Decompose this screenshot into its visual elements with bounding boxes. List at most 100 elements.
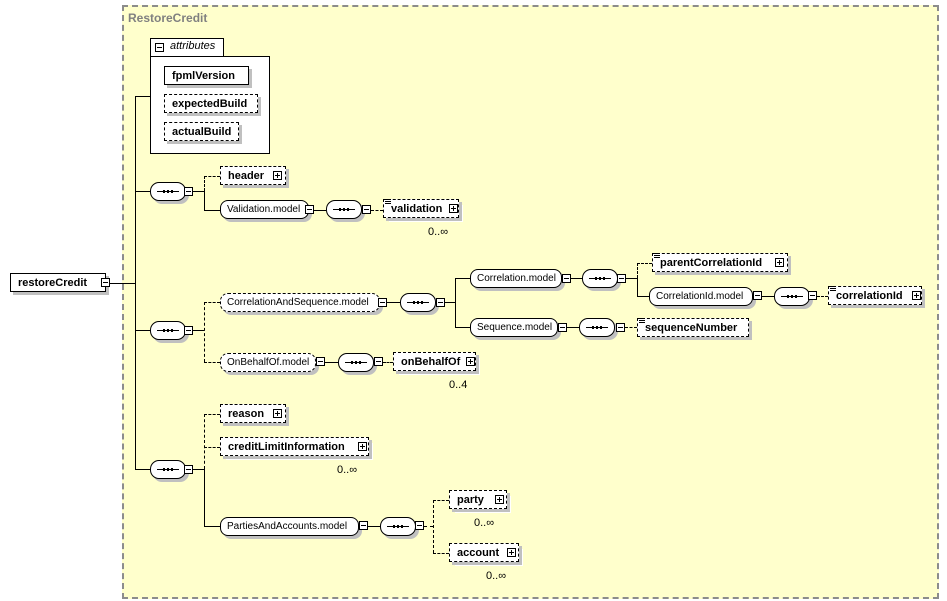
model-sequence[interactable]: Sequence.model [470,318,558,337]
connector [135,469,150,470]
connector [637,263,652,264]
connector [110,283,136,284]
connector [204,526,220,527]
sequence-compositor-icon [150,321,186,340]
model-validation[interactable]: Validation.model [220,200,309,219]
expand-icon[interactable] [449,204,458,213]
sequence-compositor-icon [326,200,362,219]
collapse-icon[interactable] [155,43,164,52]
element-account[interactable]: account [449,543,519,562]
collapse-icon[interactable] [558,323,567,332]
connector [204,469,205,526]
element-parentcorrelationid[interactable]: parentCorrelationId [652,253,788,272]
connector [433,553,449,554]
element-reason[interactable]: reason [220,404,286,423]
cardinality-label: 0..∞ [486,570,507,582]
connector [637,263,638,278]
connector [424,526,433,527]
simple-type-icon [654,253,660,258]
collapse-icon[interactable] [562,274,571,283]
sequence-compositor-icon [150,460,186,479]
attribute-actualbuild[interactable]: actualBuild [164,122,239,141]
connector [204,447,220,448]
expand-icon[interactable] [495,495,504,504]
model-correlationid[interactable]: CorrelationId.model [649,287,753,306]
attribute-fpmlversion[interactable]: fpmlVersion [164,66,249,85]
connector [762,296,774,297]
connector [368,526,380,527]
model-onbehalfof[interactable]: OnBehalfOf.model [220,353,316,372]
connector [567,327,579,328]
cardinality-label: 0..∞ [474,517,495,529]
connector [204,210,220,211]
collapse-icon[interactable] [374,357,383,366]
collapse-icon[interactable] [362,205,371,214]
connector [626,278,637,279]
expand-icon[interactable] [273,409,282,418]
attributes-label: attributes [170,40,216,52]
connector [314,210,326,211]
sequence-compositor-icon [380,517,416,536]
model-correlation[interactable]: Correlation.model [470,269,562,288]
connector [455,327,470,328]
connector [637,278,638,296]
sequence-compositor-icon [582,269,618,288]
root-element-restorecredit[interactable]: restoreCredit [10,273,106,292]
sequence-compositor-icon [338,353,374,372]
element-creditlimitinformation[interactable]: creditLimitInformation [220,437,369,456]
expand-icon[interactable] [912,291,921,300]
collapse-icon[interactable] [617,274,626,283]
sequence-compositor-icon [579,318,615,337]
collapse-icon[interactable] [305,205,314,214]
collapse-icon[interactable] [184,465,193,474]
simple-type-icon [385,199,391,204]
collapse-icon[interactable] [436,298,445,307]
connector [135,191,150,192]
sequence-compositor-icon [150,182,186,201]
simple-type-icon [830,286,836,291]
expand-icon[interactable] [273,171,282,180]
collapse-icon[interactable] [359,521,368,530]
element-header[interactable]: header [220,166,286,185]
element-sequencenumber[interactable]: sequenceNumber [637,318,749,337]
collapse-icon[interactable] [616,323,625,332]
cardinality-label: 0..∞ [337,464,358,476]
connector [135,96,150,97]
collapse-icon[interactable] [101,278,110,287]
expand-icon[interactable] [775,258,784,267]
simple-type-icon [639,318,645,323]
connector [371,210,383,211]
cardinality-label: 0..∞ [428,226,449,238]
collapse-icon[interactable] [378,298,387,307]
expand-icon[interactable] [358,442,367,451]
connector [455,278,456,327]
collapse-icon[interactable] [184,187,193,196]
model-correlationandsequence[interactable]: CorrelationAndSequence.model [220,293,380,312]
attribute-expectedbuild[interactable]: expectedBuild [164,94,258,113]
element-correlationid[interactable]: correlationId [828,286,922,305]
sequence-compositor-icon [774,287,810,306]
cardinality-label: 0..4 [449,379,468,391]
connector [383,362,393,363]
connector [817,296,828,297]
connector [433,500,434,553]
expand-icon[interactable] [507,548,516,557]
connector [204,176,205,191]
collapse-icon[interactable] [415,521,424,530]
collapse-icon[interactable] [753,291,762,300]
expand-icon[interactable] [466,357,475,366]
connector [571,278,582,279]
model-partiesandaccounts[interactable]: PartiesAndAccounts.model [220,517,359,536]
collapse-icon[interactable] [184,326,193,335]
connector [193,191,204,192]
collapse-icon[interactable] [316,357,325,366]
connector [204,191,205,210]
connector [204,414,205,469]
element-party[interactable]: party [449,490,507,509]
element-validation[interactable]: validation [383,199,459,218]
connector [325,362,338,363]
connector [625,327,637,328]
collapse-icon[interactable] [808,291,817,300]
connector [204,176,220,177]
element-onbehalfof[interactable]: onBehalfOf [393,352,476,371]
